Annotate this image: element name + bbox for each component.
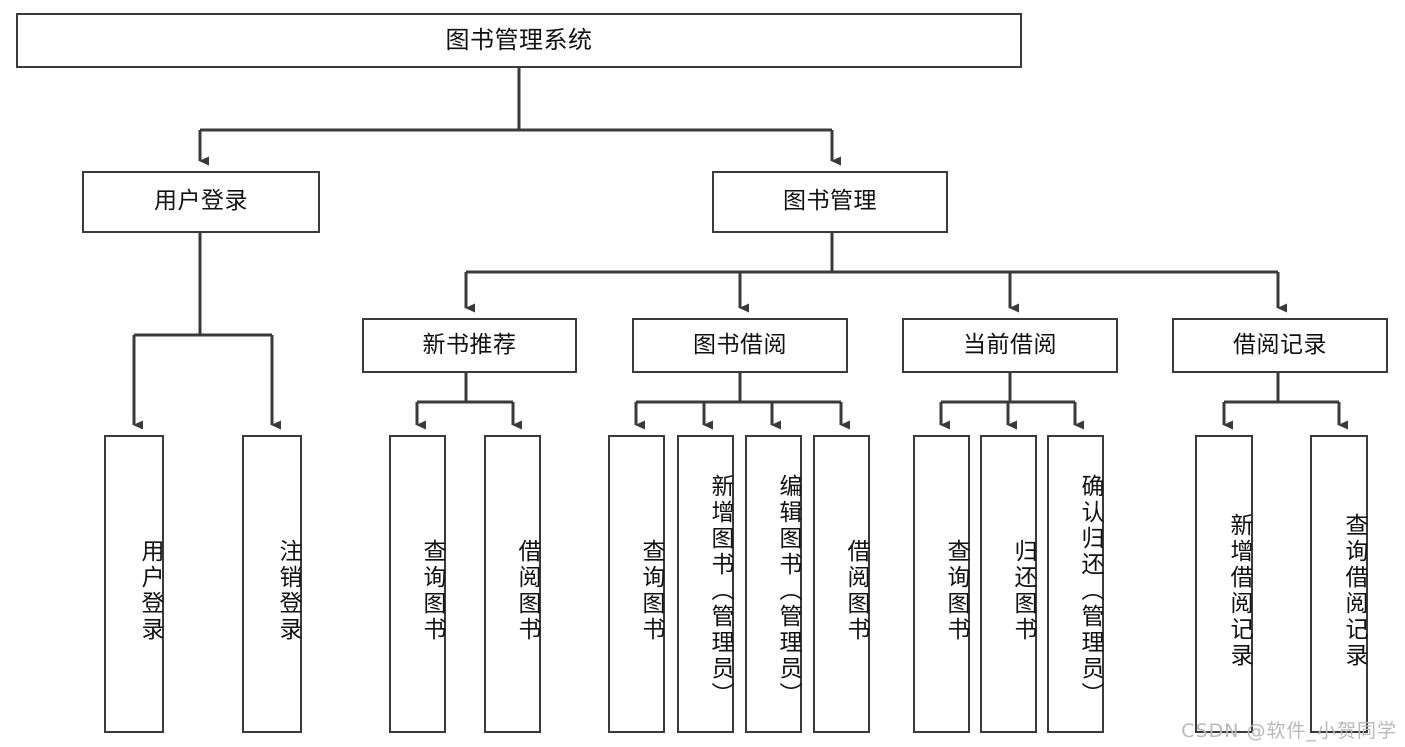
csdn-watermark: CSDN @软件_小贺同学: [1181, 720, 1397, 742]
leaf-book-borrow-edit[interactable]: 编辑图书（管理员）: [745, 435, 802, 733]
leaf-label: 查询图书: [943, 539, 969, 643]
leaf-label: 查询借阅记录: [1341, 513, 1367, 669]
node-current-borrow[interactable]: 当前借阅: [902, 318, 1118, 373]
node-new-book-recommend[interactable]: 新书推荐: [362, 318, 577, 373]
leaf-borrow-record-query[interactable]: 查询借阅记录: [1310, 435, 1368, 733]
leaf-label: 查询图书: [638, 539, 664, 643]
leaf-label: 归还图书: [1010, 539, 1036, 643]
node-user-login[interactable]: 用户登录: [82, 171, 320, 233]
leaf-label: 注销登录: [275, 539, 301, 643]
node-borrow-records[interactable]: 借阅记录: [1172, 318, 1388, 373]
leaf-new-book-query[interactable]: 查询图书: [389, 435, 446, 733]
leaf-user-login-logout[interactable]: 注销登录: [242, 435, 302, 733]
leaf-label: 新增借阅记录: [1226, 513, 1252, 669]
node-root-system[interactable]: 图书管理系统: [16, 13, 1022, 68]
leaf-book-borrow-query[interactable]: 查询图书: [608, 435, 665, 733]
leaf-label: 查询图书: [419, 539, 445, 643]
leaf-new-book-borrow[interactable]: 借阅图书: [484, 435, 541, 733]
leaf-current-borrow-return[interactable]: 归还图书: [980, 435, 1037, 733]
leaf-label: 编辑图书（管理员）: [775, 474, 801, 708]
leaf-borrow-record-add[interactable]: 新增借阅记录: [1195, 435, 1253, 733]
leaf-label: 借阅图书: [514, 539, 540, 643]
leaf-label: 借阅图书: [843, 539, 869, 643]
leaf-label: 确认归还（管理员）: [1077, 474, 1103, 708]
leaf-user-login-login[interactable]: 用户登录: [104, 435, 164, 733]
node-book-management[interactable]: 图书管理: [712, 171, 948, 233]
leaf-current-borrow-confirm-return[interactable]: 确认归还（管理员）: [1047, 435, 1104, 733]
node-book-borrow[interactable]: 图书借阅: [632, 318, 848, 373]
leaf-current-borrow-query[interactable]: 查询图书: [913, 435, 970, 733]
leaf-label: 用户登录: [137, 539, 163, 643]
leaf-book-borrow-borrow[interactable]: 借阅图书: [813, 435, 870, 733]
leaf-book-borrow-add[interactable]: 新增图书（管理员）: [677, 435, 734, 733]
leaf-label: 新增图书（管理员）: [707, 474, 733, 708]
